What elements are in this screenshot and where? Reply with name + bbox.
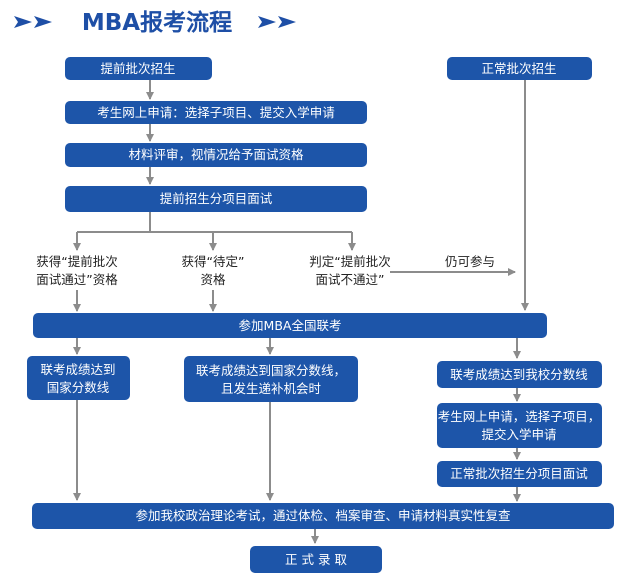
outcome-pass-line1: 获得“提前批次 bbox=[36, 254, 117, 269]
page-title: MBA报考流程 bbox=[82, 9, 232, 36]
outcome-pass-line2: 面试通过”资格 bbox=[36, 272, 118, 287]
box-regular-apply: 考生网上申请，选择子项目， 提交入学申请 bbox=[437, 403, 602, 448]
outcome-pending-line2: 资格 bbox=[200, 272, 226, 287]
box-result-backfill: 联考成绩达到国家分数线， 且发生递补机会时 bbox=[184, 356, 358, 402]
outcome-fail-line2: 面试不通过” bbox=[316, 272, 385, 287]
svg-text:提前招生分项目面试: 提前招生分项目面试 bbox=[160, 191, 273, 206]
box-result-school: 联考成绩达到我校分数线 bbox=[437, 361, 602, 388]
svg-text:材料评审，视情况给予面试资格: 材料评审，视情况给予面试资格 bbox=[128, 147, 304, 162]
box-early-review: 材料评审，视情况给予面试资格 bbox=[65, 143, 367, 167]
outcome-fail-line1: 判定“提前批次 bbox=[309, 254, 390, 269]
box-regular-start: 正常批次招生 bbox=[447, 57, 592, 80]
svg-text:正常批次招生: 正常批次招生 bbox=[481, 61, 556, 76]
box-final-review: 参加我校政治理论考试，通过体检、档案审查、申请材料真实性复查 bbox=[32, 503, 614, 529]
box-national-exam: 参加MBA全国联考 bbox=[33, 313, 547, 338]
outcome-pending-line1: 获得“待定” bbox=[182, 254, 245, 269]
svg-text:考生网上申请：选择子项目、提交入学申请: 考生网上申请：选择子项目、提交入学申请 bbox=[97, 105, 335, 120]
svg-text:提前批次招生: 提前批次招生 bbox=[100, 61, 175, 76]
svg-text:联考成绩达到我校分数线: 联考成绩达到我校分数线 bbox=[450, 367, 588, 382]
svg-text:考生网上申请，选择子项目，: 考生网上申请，选择子项目， bbox=[438, 409, 601, 424]
svg-text:参加MBA全国联考: 参加MBA全国联考 bbox=[239, 318, 342, 333]
box-early-apply: 考生网上申请：选择子项目、提交入学申请 bbox=[65, 101, 367, 124]
svg-text:参加我校政治理论考试，通过体检、档案审查、申请材料真实性复查: 参加我校政治理论考试，通过体检、档案审查、申请材料真实性复查 bbox=[135, 508, 511, 523]
svg-text:正 式 录 取: 正 式 录 取 bbox=[285, 552, 347, 567]
svg-text:联考成绩达到国家分数线，: 联考成绩达到国家分数线， bbox=[196, 363, 346, 378]
svg-text:且发生递补机会时: 且发生递补机会时 bbox=[221, 381, 322, 396]
title-left-arrows-icon bbox=[14, 16, 52, 28]
svg-text:国家分数线: 国家分数线 bbox=[47, 380, 110, 395]
box-early-start: 提前批次招生 bbox=[65, 57, 212, 80]
box-regular-interview: 正常批次招生分项目面试 bbox=[437, 461, 602, 487]
svg-text:联考成绩达到: 联考成绩达到 bbox=[40, 362, 115, 377]
svg-text:提交入学申请: 提交入学申请 bbox=[481, 427, 556, 442]
svg-text:正常批次招生分项目面试: 正常批次招生分项目面试 bbox=[450, 466, 588, 481]
box-result-national: 联考成绩达到 国家分数线 bbox=[27, 356, 130, 400]
box-early-interview: 提前招生分项目面试 bbox=[65, 186, 367, 212]
box-admission: 正 式 录 取 bbox=[250, 546, 382, 573]
connectors bbox=[73, 80, 529, 544]
title-right-arrows-icon bbox=[258, 16, 296, 28]
outcome-fail-note: 仍可参与 bbox=[445, 254, 495, 269]
